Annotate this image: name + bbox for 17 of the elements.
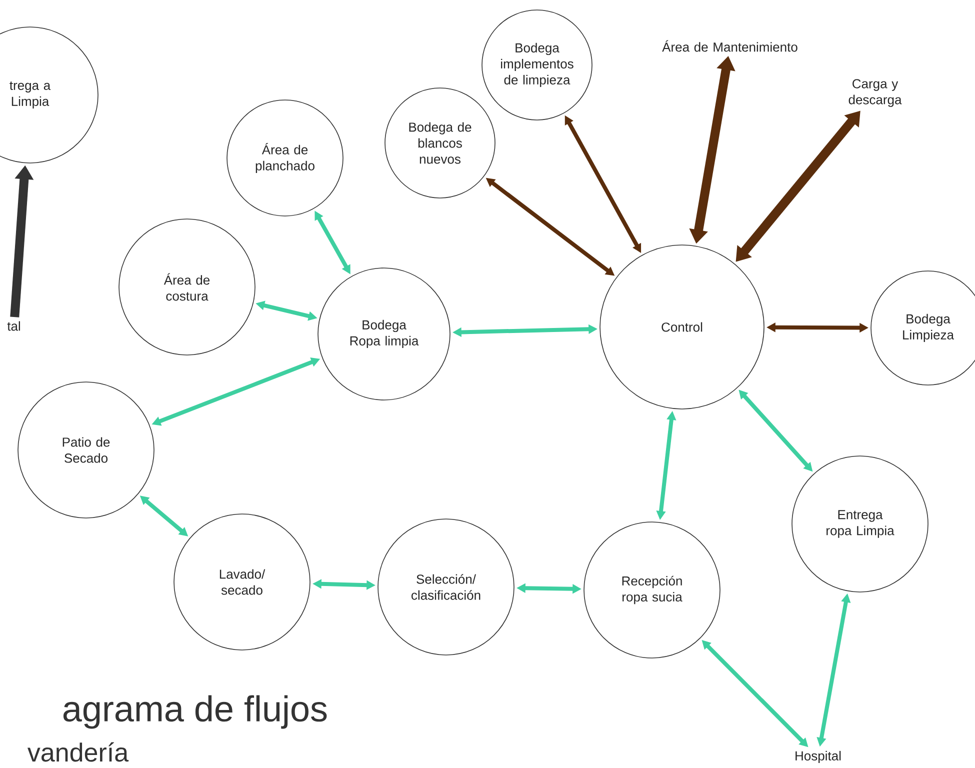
circle-node: Entrega ropa Limpia bbox=[792, 456, 928, 592]
circle-node: Área de costura bbox=[118, 218, 256, 356]
circle-node: Patio de Secado bbox=[18, 382, 154, 518]
circle-node: Selección/ clasificación bbox=[378, 518, 514, 656]
area-label: Carga y descarga bbox=[848, 79, 902, 107]
area-label: Área de Mantenimiento bbox=[662, 40, 798, 52]
circle-node: Bodega implementos de limpieza bbox=[482, 10, 592, 120]
circle-node: Área de planchado bbox=[226, 100, 344, 216]
subtitle: vandería bbox=[28, 742, 129, 762]
circle-node: Bodega Ropa limpia bbox=[318, 268, 450, 400]
circle-node: Control bbox=[600, 244, 764, 410]
diagram-title: agrama de flujos bbox=[63, 695, 327, 729]
circle-node: Lavado/ secado bbox=[174, 514, 310, 650]
area-label: tal bbox=[7, 321, 20, 331]
circle-node: Recepción ropa sucia bbox=[584, 522, 720, 658]
area-label: Hospital bbox=[796, 750, 841, 764]
circle-node: Bodega de blancos nuevos bbox=[384, 88, 496, 198]
